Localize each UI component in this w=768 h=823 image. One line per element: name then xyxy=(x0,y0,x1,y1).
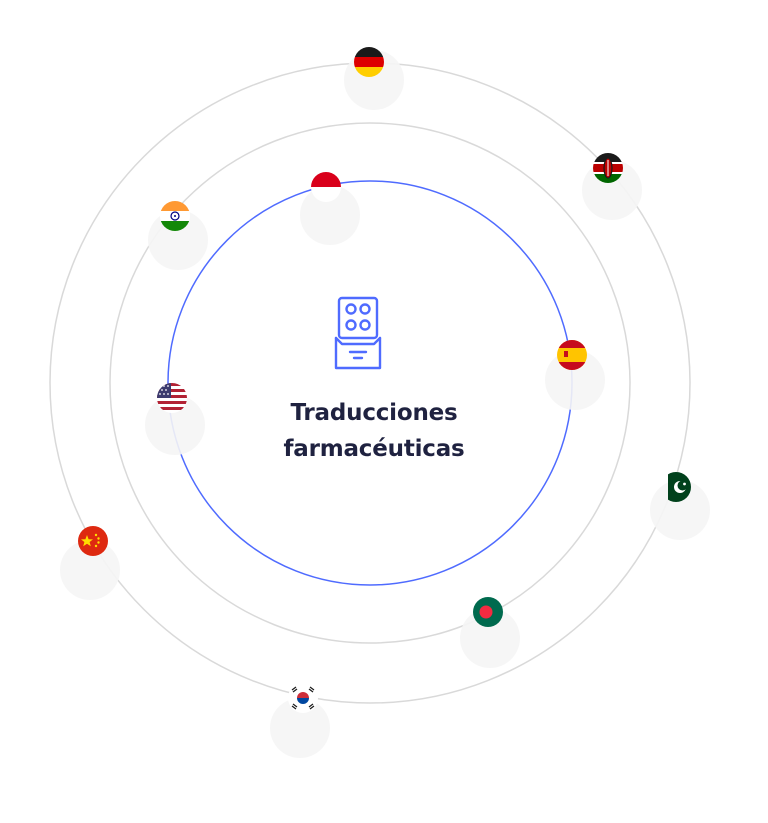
orbit-middle xyxy=(109,122,631,644)
kenya-flag-icon xyxy=(593,153,623,183)
india-flag-icon xyxy=(160,201,190,231)
china-flag-icon xyxy=(78,526,108,556)
center-title-line2: farmacéuticas xyxy=(283,436,465,462)
south-korea-flag-icon xyxy=(288,683,318,713)
spain-flag-icon xyxy=(557,340,587,370)
center-title-line1: Traducciones xyxy=(290,400,458,426)
germany-flag-icon xyxy=(354,47,384,77)
usa-flag-icon xyxy=(157,383,187,413)
orbit-inner xyxy=(167,180,573,586)
pill-blister-pack-icon xyxy=(334,296,382,370)
center-title: Traducciones farmacéuticas xyxy=(234,395,514,467)
indonesia-flag-icon xyxy=(311,172,341,202)
pakistan-flag-icon xyxy=(668,472,691,502)
bangladesh-flag-icon xyxy=(473,597,503,627)
